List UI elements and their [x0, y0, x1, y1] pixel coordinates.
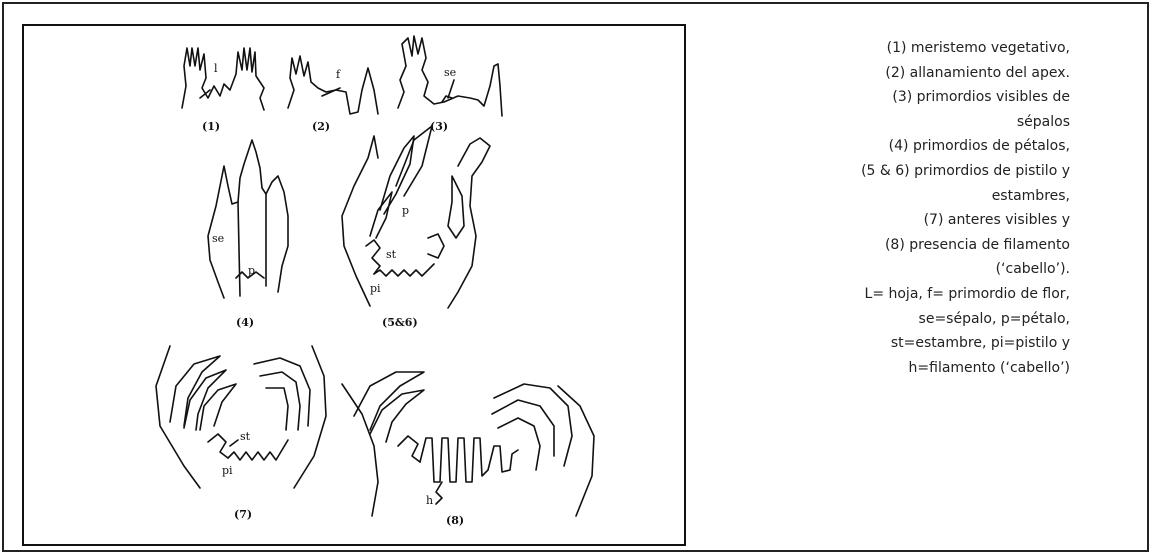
- stage-8-left-anthers: [398, 436, 420, 462]
- stage-1-caption: (1): [202, 120, 220, 133]
- stage-5-6-pistil-row: [374, 264, 434, 276]
- stage-7-left-petal-inner: [184, 370, 226, 430]
- stage-5-6-right-petal: [448, 176, 464, 238]
- legend-line: estambres,: [690, 184, 1070, 209]
- label-h-stage-8: h: [426, 494, 433, 507]
- stage-8-filaments: [420, 438, 518, 482]
- legend-line: (‘cabello’).: [690, 257, 1070, 282]
- label-st-stage-5-6: st: [386, 248, 397, 261]
- stage-7-right-petal-outer: [254, 358, 310, 426]
- flower-development-figure: l (1) f (2) se (3) se p (4): [22, 24, 686, 546]
- stage-4-inner-left: [238, 202, 240, 296]
- legend-line: se=sépalo, p=pétalo,: [690, 307, 1070, 332]
- legend-line: (7) anteres visibles y: [690, 208, 1070, 233]
- label-p-stage-5-6: p: [402, 204, 409, 217]
- stage-7-right-petal-core: [266, 388, 288, 430]
- stage-7-drawing: st pi (7): [156, 346, 326, 521]
- stage-3-drawing: se (3): [398, 36, 502, 133]
- legend-line: L= hoja, f= primordio de flor,: [690, 282, 1070, 307]
- stage-5-6-right-stamen: [428, 234, 444, 258]
- stage-3-caption: (3): [430, 120, 448, 133]
- label-l: l: [214, 62, 218, 75]
- stage-8-right-petal-inner: [492, 400, 554, 456]
- stage-8-left-petal-inner: [370, 390, 424, 442]
- label-pi-stage-7: pi: [222, 464, 233, 477]
- label-f: f: [336, 68, 341, 81]
- label-se-stage-3: se: [444, 66, 456, 79]
- label-p-stage-4: p: [248, 264, 255, 277]
- figure-legend: (1) meristemo vegetativo, (2) allanamien…: [690, 36, 1070, 380]
- stage-5-6-drawing: p st pi (5&6): [342, 126, 490, 329]
- legend-line: st=estambre, pi=pistilo y: [690, 331, 1070, 356]
- stage-7-left-petal-outer: [170, 356, 220, 426]
- legend-line: sépalos: [690, 110, 1070, 135]
- stage-7-left-petal-core: [200, 384, 236, 430]
- stage-4-drawing: se p (4): [208, 140, 288, 329]
- stage-5-6-caption: (5&6): [382, 316, 418, 329]
- stage-8-h-pointer: [436, 482, 442, 504]
- stage-7-right-petal-inner: [260, 372, 300, 430]
- label-se-stage-4: se: [212, 232, 224, 245]
- legend-line: (2) allanamiento del apex.: [690, 61, 1070, 86]
- stage-7-caption: (7): [234, 508, 252, 521]
- stage-8-drawing: h (8): [342, 372, 594, 527]
- legend-line: (8) presencia de filamento: [690, 233, 1070, 258]
- stage-1-drawing: l (1): [182, 48, 264, 133]
- stage-2-caption: (2): [312, 120, 330, 133]
- stage-4-caption: (4): [236, 316, 254, 329]
- stage-7-left-wall: [156, 346, 200, 488]
- legend-line: (3) primordios visibles de: [690, 85, 1070, 110]
- label-st-stage-7: st: [240, 430, 251, 443]
- legend-line: (5 & 6) primordios de pistilo y: [690, 159, 1070, 184]
- stage-7-st-pointer: [230, 440, 238, 446]
- stage-2-outline: [288, 56, 378, 114]
- stage-5-6-right-sepal: [448, 138, 490, 308]
- legend-line: (4) primordios de pétalos,: [690, 134, 1070, 159]
- figure-drawing: l (1) f (2) se (3) se p (4): [24, 26, 684, 544]
- legend-line: (1) meristemo vegetativo,: [690, 36, 1070, 61]
- stage-8-caption: (8): [446, 514, 464, 527]
- stage-8-right-wall: [558, 386, 594, 516]
- stage-3-se-pointer: [448, 80, 454, 98]
- stage-5-6-left-petal: [380, 136, 414, 214]
- stage-7-pistil-row: [228, 440, 288, 460]
- stage-2-drawing: f (2): [288, 56, 378, 133]
- stage-5-6-left-sepal: [342, 136, 378, 306]
- stage-1-outline: [182, 48, 264, 110]
- legend-line: h=filamento (‘cabello’): [690, 356, 1070, 381]
- stage-5-6-left-stamens: [366, 240, 380, 274]
- stage-7-anthers: [208, 434, 228, 458]
- stage-8-right-petal-core: [498, 418, 540, 470]
- stage-5-6-left-petal-inner: [370, 192, 392, 238]
- label-pi-stage-5-6: pi: [370, 282, 381, 295]
